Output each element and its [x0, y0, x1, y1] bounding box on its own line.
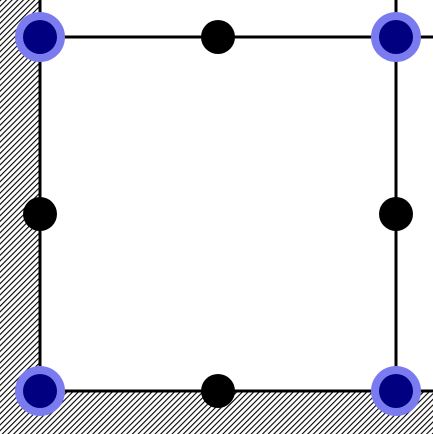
node-top-mid	[201, 20, 235, 54]
corner-core	[23, 20, 57, 54]
node-bottom-right	[371, 366, 421, 416]
corner-core	[23, 374, 57, 408]
node-top-right	[371, 12, 421, 62]
node-top-left	[15, 12, 65, 62]
node-left-mid	[23, 197, 57, 231]
corner-core	[379, 20, 413, 54]
node-bottom-left	[15, 366, 65, 416]
node-bottom-mid	[201, 374, 235, 408]
corner-core	[379, 374, 413, 408]
node-right-mid	[379, 197, 413, 231]
